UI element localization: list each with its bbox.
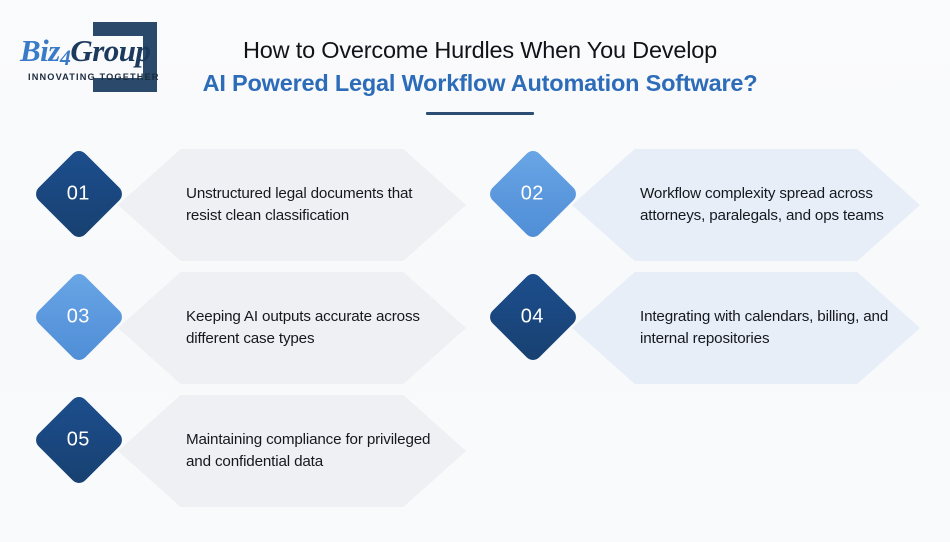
bracket-square-logo-icon — [93, 22, 157, 92]
title-block: How to Overcome Hurdles When You Develop… — [180, 36, 780, 115]
page-title-line-1: How to Overcome Hurdles When You Develop — [243, 37, 717, 63]
item-number-badge: 03 — [32, 270, 126, 364]
item-panel-fill — [118, 395, 466, 507]
list-item: 03 Keeping AI outputs accurate across di… — [32, 270, 466, 384]
brand-name-suffix: Group — [70, 33, 151, 68]
item-panel-fill — [118, 149, 466, 261]
item-panel — [118, 395, 466, 507]
item-text: Integrating with calendars, billing, and… — [640, 307, 889, 347]
item-number: 01 — [67, 182, 91, 205]
header: Biz4Group INNOVATING TOGETHER How to Ove… — [0, 0, 950, 135]
brand-logo: Biz4Group INNOVATING TOGETHER — [16, 18, 176, 96]
list-item: 01 Unstructured legal documents that res… — [32, 147, 466, 261]
page-title-line-2: AI Powered Legal Workflow Automation Sof… — [202, 70, 758, 97]
item-number-badge: 02 — [486, 147, 580, 241]
item-number: 03 — [67, 305, 91, 328]
item-number: 04 — [521, 305, 545, 328]
items-grid: 01 Unstructured legal documents that res… — [0, 140, 950, 542]
brand-name-digit: 4 — [59, 45, 71, 70]
item-panel — [572, 272, 920, 384]
brand-tagline: INNOVATING TOGETHER — [28, 72, 160, 82]
brand-wordmark: Biz4Group — [20, 35, 160, 69]
item-number: 05 — [67, 428, 91, 451]
brand-name-prefix: Biz — [20, 33, 60, 68]
title-divider — [426, 111, 534, 115]
item-panel — [118, 149, 466, 261]
list-item: 02 Workflow complexity spread across att… — [486, 147, 920, 261]
item-number-badge: 05 — [32, 393, 126, 487]
list-item: 05 Maintaining compliance for privileged… — [32, 393, 466, 507]
item-text: Maintaining compliance for privileged an… — [186, 430, 431, 470]
item-text: Keeping AI outputs accurate across diffe… — [186, 307, 420, 347]
item-number: 02 — [521, 182, 545, 205]
item-panel-fill — [572, 149, 920, 261]
item-panel — [572, 149, 920, 261]
item-panel — [118, 272, 466, 384]
item-panel-fill — [118, 272, 466, 384]
item-number-badge: 04 — [486, 270, 580, 364]
item-number-badge: 01 — [32, 147, 126, 241]
item-text: Workflow complexity spread across attorn… — [640, 184, 884, 224]
list-item: 04 Integrating with calendars, billing, … — [486, 270, 920, 384]
item-text: Unstructured legal documents that resist… — [186, 184, 413, 224]
item-panel-fill — [572, 272, 920, 384]
